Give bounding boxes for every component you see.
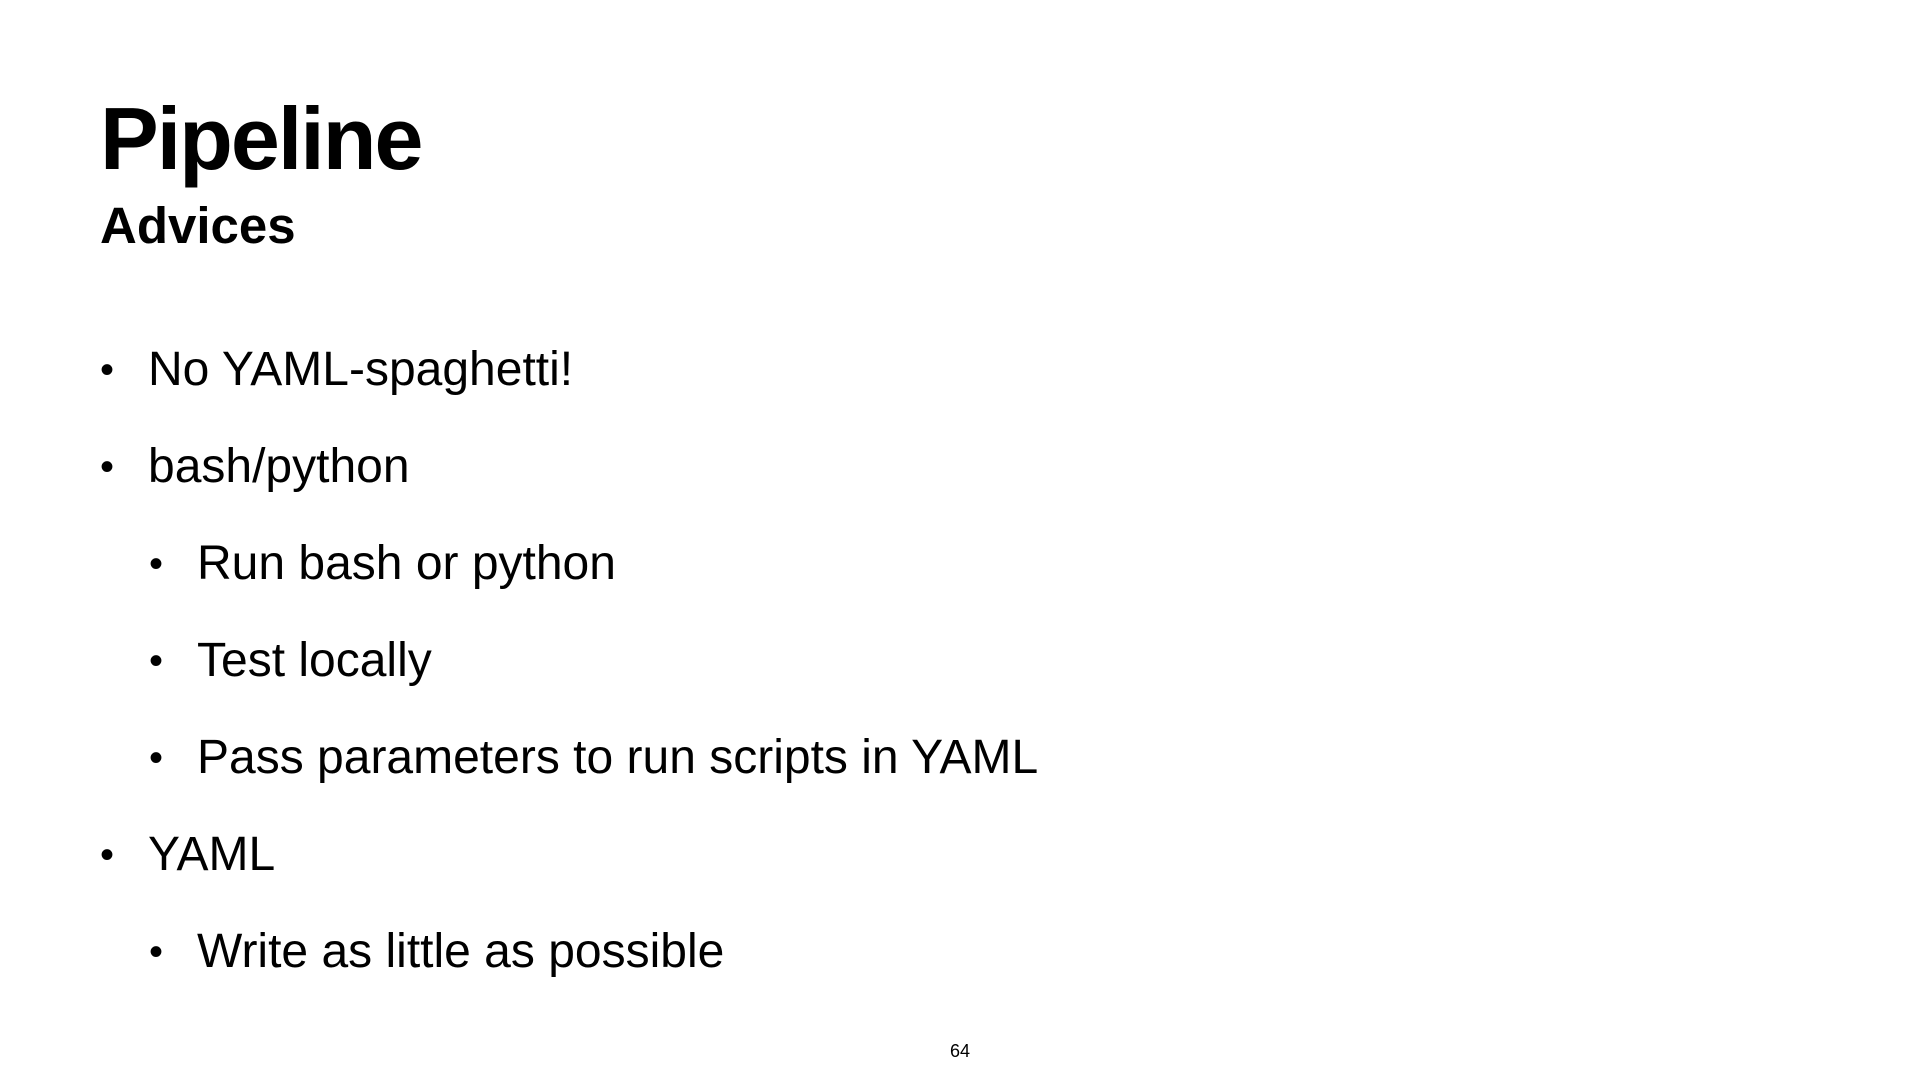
bullet-dot-icon: •: [100, 348, 115, 392]
sub-bullet-item: • Run bash or python: [0, 534, 1038, 631]
sub-bullet-item: • Test locally: [0, 631, 1038, 728]
bullet-text: Write as little as possible: [197, 925, 725, 978]
bullet-text: Test locally: [197, 634, 432, 687]
bullet-dot-icon: •: [149, 930, 164, 974]
bullet-list: • No YAML-spaghetti! • bash/python • Run…: [0, 340, 1038, 1019]
page-number: 64: [949, 1041, 971, 1061]
bullet-text: No YAML-spaghetti!: [148, 343, 574, 396]
bullet-text: Run bash or python: [197, 537, 616, 590]
bullet-dot-icon: •: [100, 833, 115, 877]
bullet-item: • No YAML-spaghetti!: [0, 340, 1038, 437]
slide-subtitle: Advices: [100, 197, 296, 254]
bullet-dot-icon: •: [149, 639, 164, 683]
bullet-text: YAML: [148, 828, 276, 881]
sub-bullet-item: • Pass parameters to run scripts in YAML: [0, 728, 1038, 825]
sub-bullet-item: • Write as little as possible: [0, 922, 1038, 1019]
bullet-dot-icon: •: [100, 445, 115, 489]
bullet-dot-icon: •: [149, 736, 164, 780]
slide-title: Pipeline: [100, 89, 423, 188]
bullet-dot-icon: •: [149, 542, 164, 586]
bullet-item: • bash/python: [0, 437, 1038, 534]
bullet-text: bash/python: [148, 440, 410, 493]
bullet-text: Pass parameters to run scripts in YAML: [197, 731, 1039, 784]
bullet-item: • YAML: [0, 825, 1038, 922]
